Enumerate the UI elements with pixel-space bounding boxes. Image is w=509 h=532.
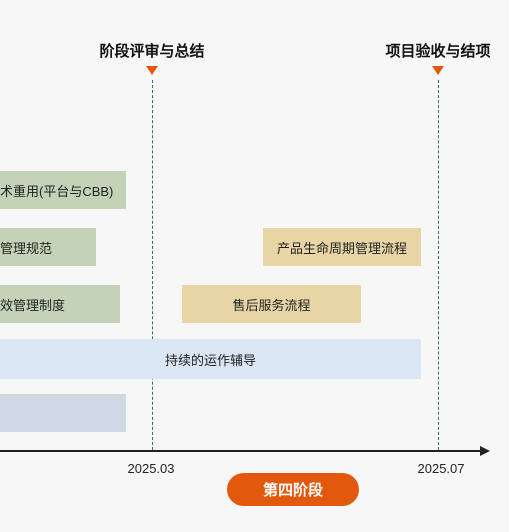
gantt-bar-continuous-coaching: 持续的运作辅导 xyxy=(0,339,421,379)
gantt-bar-performance-system: 效管理制度 xyxy=(0,285,120,323)
gantt-bar-tech-reuse: 术重用(平台与CBB) xyxy=(0,171,126,209)
gantt-bar-plm-process: 产品生命周期管理流程 xyxy=(263,228,421,266)
gantt-bar-unlabeled xyxy=(0,394,126,432)
gantt-bar-after-sales-process: 售后服务流程 xyxy=(182,285,361,323)
milestone-guide-line xyxy=(152,80,153,450)
gantt-bar-management-spec: 管理规范 xyxy=(0,228,96,266)
axis-arrow-icon xyxy=(480,446,490,456)
milestone-marker-icon xyxy=(432,66,444,75)
milestone-marker-icon xyxy=(146,66,158,75)
milestone-title-acceptance: 项目验收与结项 xyxy=(385,43,491,60)
milestone-title-review: 阶段评审与总结 xyxy=(99,43,205,60)
milestone-guide-line xyxy=(438,80,439,450)
timeline-axis xyxy=(0,450,480,452)
phase-badge: 第四阶段 xyxy=(227,473,359,506)
axis-date-label: 2025.07 xyxy=(417,461,465,476)
axis-date-label: 2025.03 xyxy=(127,461,175,476)
